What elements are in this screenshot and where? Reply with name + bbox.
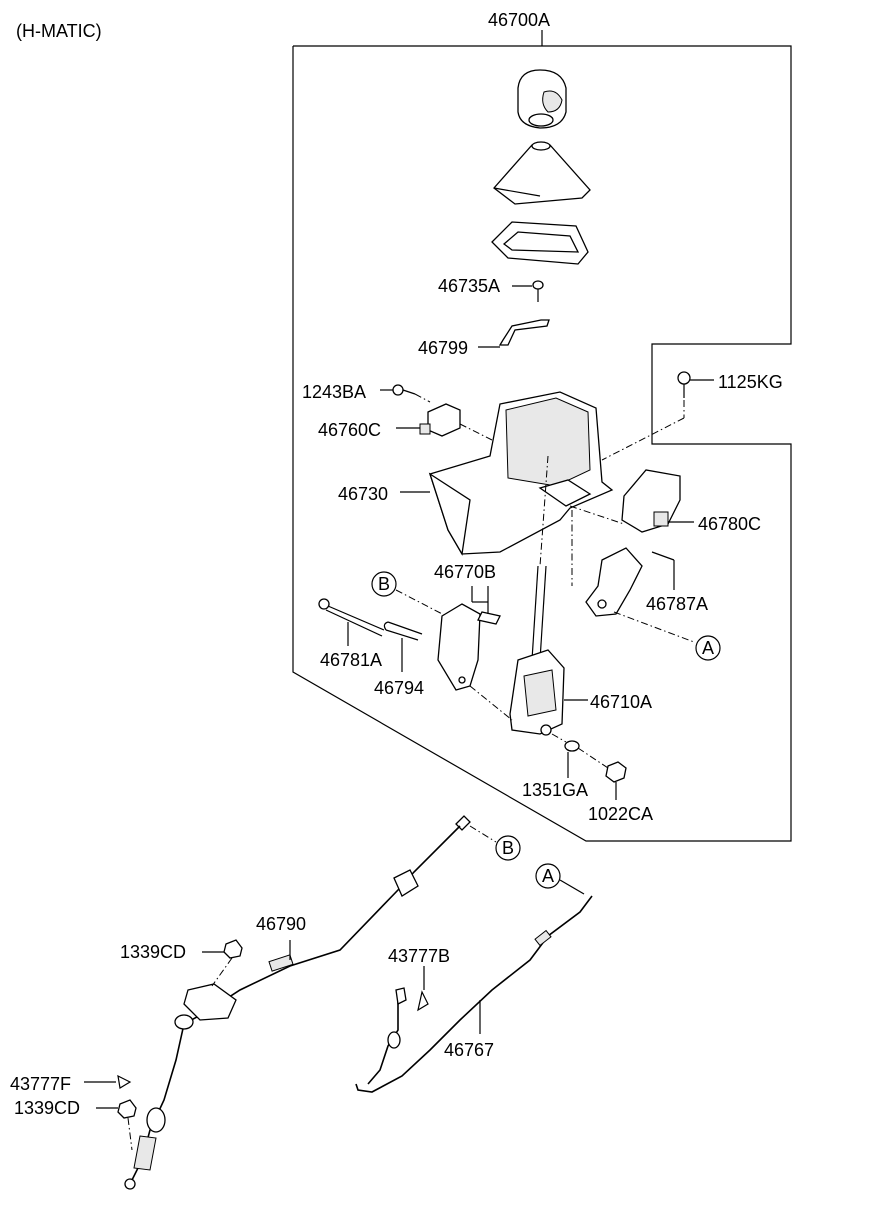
clip-43777F: [84, 1074, 132, 1089]
label-46781A: 46781A: [320, 650, 382, 670]
label-46780C: 46780C: [698, 514, 761, 534]
label-1022CA: 1022CA: [588, 804, 653, 824]
callout-a-upper-label: A: [702, 638, 714, 658]
label-1243BA: 1243BA: [302, 382, 366, 402]
plate-46799: [478, 319, 550, 348]
solenoid-46780C: [569, 469, 694, 533]
label-1339CD-lower: 1339CD: [14, 1098, 80, 1118]
nut-1022CA: [577, 747, 627, 800]
nut-1339CD-lower: [96, 1099, 137, 1151]
label-46767: 46767: [444, 1040, 494, 1060]
clip-43777B: [417, 966, 429, 1012]
shifter-base-46730: [400, 391, 614, 556]
assembly-boundary: [292, 30, 792, 842]
label-1339CD-upper: 1339CD: [120, 942, 186, 962]
bracket-46770B: [437, 586, 501, 691]
clip-46794: [383, 621, 423, 672]
lever-46710A: [469, 455, 588, 736]
screw-1125KG: [601, 371, 714, 461]
callout-b-upper-label: B: [378, 574, 390, 594]
shift-knob: [517, 69, 567, 129]
shift-boot: [493, 141, 591, 205]
label-46799: 46799: [418, 338, 468, 358]
label-46735A: 46735A: [438, 276, 500, 296]
bracket-46760C: [396, 403, 493, 441]
bezel-ring: [491, 221, 589, 265]
callout-b-upper: [371, 571, 451, 619]
callout-a-lower: [535, 863, 585, 895]
cable-46790: [124, 815, 471, 1190]
pin-46781A: [318, 598, 385, 646]
callout-b-lower: [469, 825, 521, 861]
label-46770B: 46770B: [434, 562, 496, 582]
label-43777B: 43777B: [388, 946, 450, 966]
label-46787A: 46787A: [646, 594, 708, 614]
label-46710A: 46710A: [590, 692, 652, 712]
label-46760C: 46760C: [318, 420, 381, 440]
variant-label: (H-MATIC): [16, 21, 102, 41]
linkage-46787A: [571, 510, 695, 643]
label-46794: 46794: [374, 678, 424, 698]
label-46730: 46730: [338, 484, 388, 504]
screw-46735A: [512, 280, 544, 302]
label-1125KG: 1125KG: [718, 372, 783, 392]
label-46790: 46790: [256, 914, 306, 934]
nut-1339CD-upper: [202, 939, 243, 987]
callout-a-upper: [695, 635, 721, 661]
washer-1351GA: [551, 733, 580, 778]
assembly-number-label: 46700A: [488, 10, 550, 30]
bolt-1243BA: [380, 384, 431, 403]
label-1351GA: 1351GA: [522, 780, 588, 800]
callout-a-lower-label: A: [542, 866, 554, 886]
callout-b-lower-label: B: [502, 838, 514, 858]
cable-46767: [355, 895, 593, 1093]
label-43777F: 43777F: [10, 1074, 71, 1094]
